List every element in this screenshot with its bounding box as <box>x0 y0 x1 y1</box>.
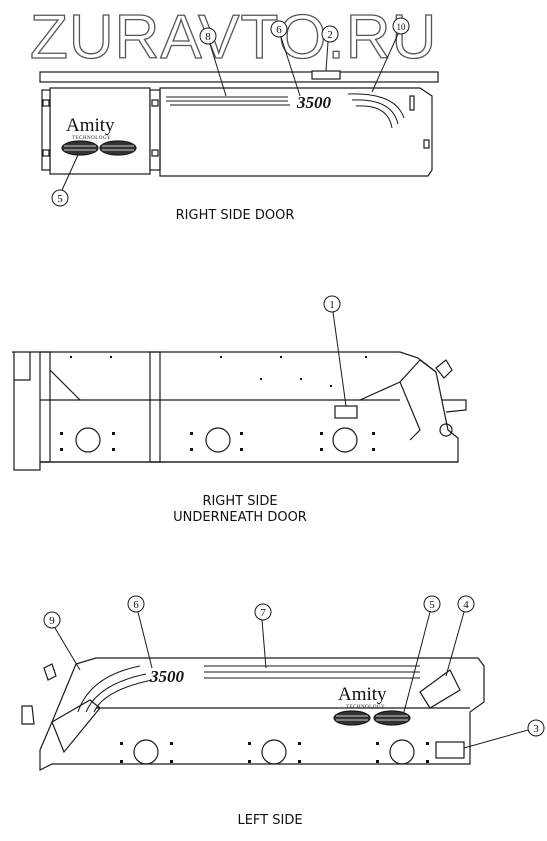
brand-decal-door: Amity <box>66 115 115 136</box>
caption-left-side: LEFT SIDE <box>237 813 303 828</box>
callouts-underneath <box>323 295 347 407</box>
door-hinge-left <box>41 89 51 171</box>
callout-3: 3 <box>533 723 539 735</box>
upright <box>149 351 161 463</box>
model-decal-door: 3500 <box>296 93 332 112</box>
underneath-label <box>334 405 358 419</box>
callout-4: 4 <box>463 599 469 611</box>
label-plate <box>311 70 341 80</box>
underneath-view <box>12 351 467 471</box>
callouts-door <box>51 17 410 207</box>
callout-1: 1 <box>329 299 335 311</box>
callout-9: 9 <box>49 615 55 627</box>
access-hole <box>205 427 231 453</box>
brand-decal-left: Amity <box>338 684 387 705</box>
access-hole <box>332 427 358 453</box>
slot <box>409 95 415 111</box>
hinge-block <box>42 99 50 107</box>
vent-grille-pair-left <box>333 710 411 726</box>
right-side-door-view <box>39 70 439 177</box>
left-label-plate <box>435 741 465 759</box>
hinge-block <box>151 99 159 107</box>
callout-2: 2 <box>327 29 333 41</box>
callout-10: 10 <box>397 22 407 32</box>
caption-right-side-door: RIGHT SIDE DOOR <box>175 208 295 223</box>
underneath-body <box>12 351 459 471</box>
watermark-text: ZURAVTO.RU <box>29 2 438 72</box>
swoosh-decal <box>347 93 405 129</box>
brand-sub-decal-door: TECHNOLOGY <box>72 136 111 141</box>
door-top-rail <box>39 71 439 83</box>
callout-6: 6 <box>276 24 282 36</box>
callout-8: 8 <box>205 31 211 43</box>
callout-5-left: 5 <box>429 599 435 611</box>
door-right-panel <box>159 87 433 177</box>
stripe-decal-left <box>204 665 420 679</box>
callout-6-left: 6 <box>133 599 139 611</box>
caption-right-side: RIGHT SIDE <box>202 494 278 509</box>
stripe-decal <box>166 96 290 106</box>
hinge-block <box>42 149 50 157</box>
callout-5: 5 <box>57 193 63 205</box>
callout-7: 7 <box>260 607 266 619</box>
model-decal-left: 3500 <box>149 667 185 686</box>
upright <box>39 351 51 463</box>
access-hole <box>75 427 101 453</box>
callouts-left <box>43 595 545 749</box>
hinge-block <box>151 149 159 157</box>
left-side-view <box>21 657 485 771</box>
slot <box>423 139 430 149</box>
brand-sub-decal-left: TECHNOLOGY <box>346 705 385 710</box>
caption-underneath-door: UNDERNEATH DOOR <box>173 510 307 525</box>
vent-grille-pair <box>61 140 137 156</box>
